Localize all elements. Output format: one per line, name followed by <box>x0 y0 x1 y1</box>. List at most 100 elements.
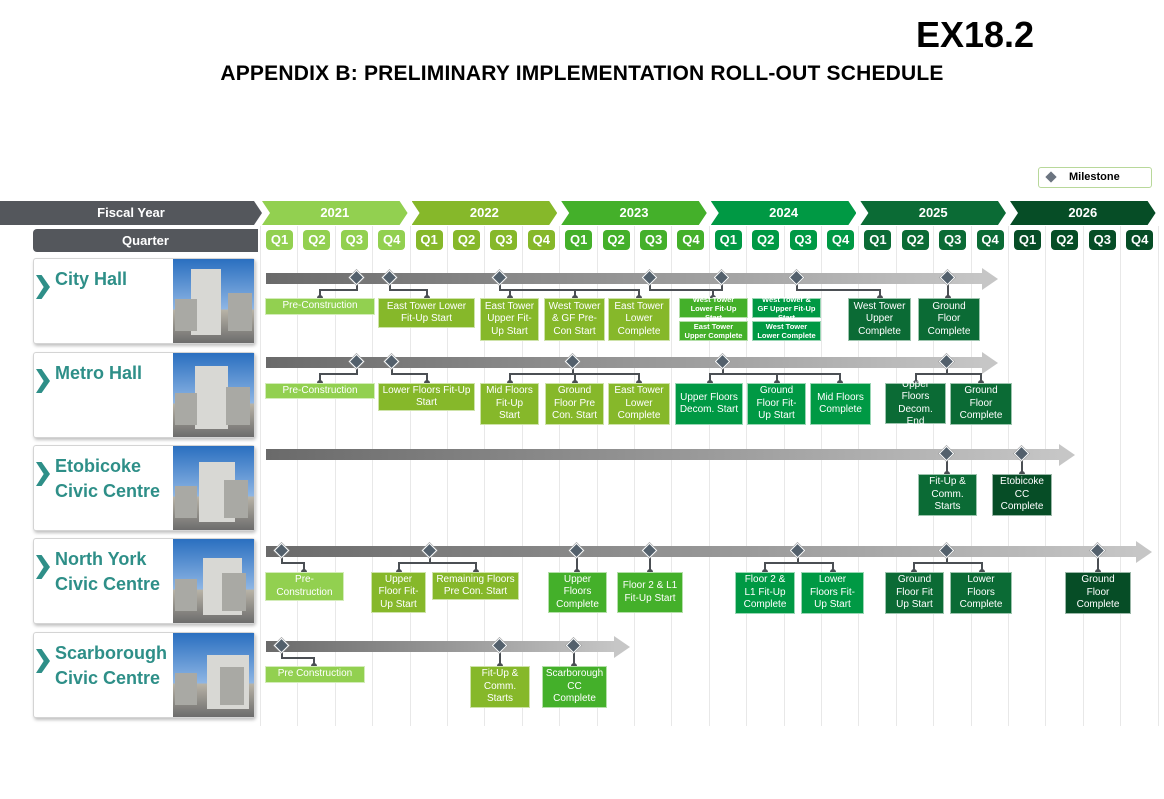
chevron-right-icon <box>36 649 50 673</box>
location-panel: City Hall <box>33 258 255 344</box>
chevron-right-icon <box>36 275 50 299</box>
quarter-2021-Q2: Q2 <box>303 230 331 250</box>
gridline <box>521 226 523 726</box>
gridline <box>260 226 261 726</box>
gridline <box>1120 226 1122 726</box>
gridline <box>409 226 411 726</box>
building-photo <box>173 539 254 623</box>
quarter-2023-Q1: Q1 <box>565 230 593 250</box>
connector-line <box>879 290 881 298</box>
connector-line <box>764 563 766 572</box>
quarter-2021-Q1: Q1 <box>266 230 293 250</box>
milestone-box: East Tower Lower Fit-Up Start <box>378 298 475 328</box>
connector-line <box>319 374 321 383</box>
legend: Milestone <box>1038 167 1152 188</box>
milestone-box: Pre-Construction <box>265 572 344 601</box>
connector-line <box>398 562 431 564</box>
quarter-2022-Q1: Q1 <box>415 230 443 250</box>
location-panel: Scarborough Civic Centre <box>33 632 255 718</box>
year-2021: 2021 <box>262 201 408 225</box>
location-panel: North York Civic Centre <box>33 538 255 624</box>
connector-line <box>303 563 305 572</box>
gridline <box>634 226 635 726</box>
year-2024: 2024 <box>711 201 857 225</box>
timeline-bar <box>266 449 1061 460</box>
milestone-box: Remaining Floors Pre Con. Start <box>432 572 519 600</box>
year-2025: 2025 <box>860 201 1006 225</box>
connector-line <box>509 373 574 375</box>
gridline <box>671 226 673 726</box>
gridline <box>783 226 785 726</box>
connector-line <box>946 454 948 474</box>
quarter-2022-Q2: Q2 <box>453 230 480 250</box>
connector-line <box>776 374 778 383</box>
milestone-box: East Tower Lower Complete <box>608 298 670 341</box>
connector-line <box>946 562 983 564</box>
gridline <box>596 226 598 726</box>
location-name: City Hall <box>55 269 128 289</box>
connector-line <box>426 374 428 383</box>
building-photo <box>173 446 254 530</box>
connector-line <box>319 289 358 291</box>
connector-line <box>509 374 511 383</box>
milestone-box: West Tower & GF Upper Fit-Up Start <box>752 295 821 322</box>
gridline <box>1082 226 1084 726</box>
milestone-box: East Tower Upper Complete <box>679 321 748 341</box>
milestone-box: Ground Floor Fit-Up Start <box>747 383 806 425</box>
year-2022: 2022 <box>412 201 558 225</box>
timeline-arrow-icon <box>982 351 998 374</box>
gridline <box>821 226 822 726</box>
milestone-box: Upper Floor Fit-Up Start <box>371 572 426 613</box>
connector-line <box>389 289 428 291</box>
milestone-box: Pre Construction <box>265 666 365 683</box>
gridline <box>297 226 299 726</box>
year-2026: 2026 <box>1010 201 1156 225</box>
connector-line <box>709 373 724 375</box>
connector-line <box>572 373 640 375</box>
legend-label: Milestone <box>1069 171 1120 183</box>
quarter-2025-Q1: Q1 <box>864 230 892 250</box>
milestone-box: Fit-Up & Comm. Starts <box>470 666 530 708</box>
quarter-2023-Q3: Q3 <box>640 230 667 250</box>
milestone-box: Ground Floor Pre Con. Start <box>545 383 604 425</box>
timeline-bar <box>266 357 984 368</box>
timeline-bar <box>266 641 616 652</box>
quarter-2025-Q4: Q4 <box>976 230 1004 250</box>
chevron-right-icon <box>36 555 50 579</box>
milestone-box: Lower Floors Fit-Up Start <box>801 572 864 614</box>
connector-line <box>313 658 315 666</box>
connector-line <box>281 657 315 659</box>
chevron-right-icon <box>36 462 50 486</box>
location-panel: Etobicoke Civic Centre <box>33 445 255 531</box>
milestone-diamond-icon <box>1045 171 1057 183</box>
connector-line <box>638 374 640 383</box>
connector-line <box>764 562 799 564</box>
milestone-box: West Tower Lower Fit-Up Start <box>679 295 748 322</box>
milestone-box: Mid Floors Fit-Up Start <box>480 383 539 425</box>
quarter-2021-Q3: Q3 <box>340 230 368 250</box>
milestone-box: Fit-Up & Comm. Starts <box>918 474 977 516</box>
quarter-2026-Q4: Q4 <box>1126 230 1154 250</box>
milestone-box: Upper Floors Complete <box>548 572 607 613</box>
connector-line <box>913 562 948 564</box>
quarter-2024-Q1: Q1 <box>714 230 742 250</box>
connector-line <box>509 290 511 298</box>
connector-line <box>281 562 305 564</box>
connector-line <box>915 374 917 383</box>
building-photo <box>173 259 254 343</box>
milestone-box: West Tower & GF Pre-Con Start <box>544 298 605 341</box>
connector-line <box>649 289 714 291</box>
milestone-box: West Tower Upper Complete <box>848 298 911 341</box>
quarter-2023-Q2: Q2 <box>602 230 630 250</box>
connector-line <box>426 290 428 298</box>
connector-line <box>946 373 982 375</box>
gridline <box>858 226 860 726</box>
connector-line <box>712 290 714 298</box>
quarter-header: Quarter <box>33 229 258 252</box>
connector-line <box>391 373 428 375</box>
connector-line <box>980 374 982 383</box>
connector-line <box>915 373 948 375</box>
milestone-box: Pre-Construction <box>265 298 375 315</box>
connector-line <box>913 563 915 572</box>
quarter-2022-Q4: Q4 <box>527 230 555 250</box>
